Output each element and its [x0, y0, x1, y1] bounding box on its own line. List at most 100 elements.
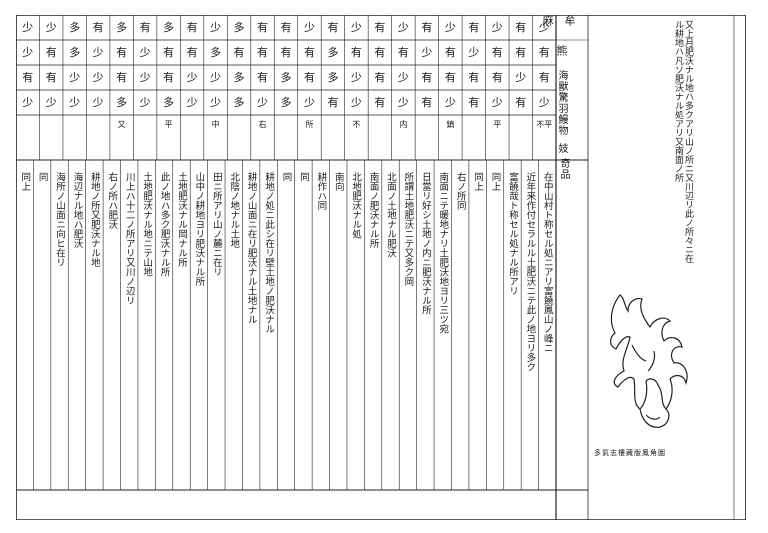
grade-cell: 少 — [22, 46, 33, 59]
grade-cell: 有 — [374, 20, 385, 34]
grade-cell: 少 — [210, 71, 221, 84]
header-note: 平 — [493, 120, 501, 129]
grade-cell: 有 — [116, 45, 127, 59]
entry-column-text: 田ニ所アリ山ノ麓ニ在リ — [211, 172, 223, 277]
grade-cell: 少 — [445, 96, 456, 109]
entry-column-text: 在中山村ト称セル処ニアリ富饒鳳山ノ峰ニ — [542, 171, 554, 352]
entry-column-text: 南面ノ肥沃ナル所 — [368, 171, 380, 249]
entry-column-text: 土地肥沃ナル地ニテ山地 — [141, 171, 153, 276]
grade-cell: 有 — [445, 45, 456, 59]
grade-cell: 有 — [539, 45, 550, 59]
header-item-3: 妓 — [556, 143, 567, 154]
table-header-right: 牟 麻 熊 海獸驚羽鰻物 妓 — [541, 15, 586, 155]
entry-column-text: 土地肥沃ナル岡ナル所 — [176, 171, 188, 268]
header-place: 麻 — [541, 15, 554, 27]
register-table: 少有少有少有少有少有少有有多少有多有多有多少少有有有少有少有有有多有有有有多有有… — [16, 15, 746, 520]
grade-cell: 有 — [46, 70, 57, 84]
grade-cell: 多 — [281, 70, 292, 84]
grade-cell: 少 — [304, 21, 315, 34]
grade-cell: 少 — [210, 21, 221, 34]
header-note: 不平 — [536, 120, 552, 129]
entry-column-text: 同 — [281, 172, 293, 182]
grade-cell: 少 — [304, 96, 315, 109]
entry-column-text: 同上 — [472, 172, 484, 191]
grade-cell: 少 — [187, 96, 198, 109]
grade-cell: 有 — [257, 70, 268, 84]
header-mark: 牟 — [563, 15, 576, 27]
grade-cell: 少 — [69, 71, 80, 84]
header-note: 又 — [118, 120, 126, 129]
grade-cell: 少 — [140, 46, 151, 59]
grade-cell: 有 — [187, 20, 198, 34]
grade-cell: 少 — [421, 46, 432, 59]
grade-cell: 多 — [69, 45, 80, 59]
grade-cell: 有 — [374, 70, 385, 84]
grade-cell: 少 — [468, 46, 479, 59]
grade-cell: 多 — [234, 95, 245, 109]
grade-cell: 少 — [140, 71, 151, 84]
entry-column-text: 川上ハ十二ノ所アリ又川ノ辺リ — [124, 172, 136, 305]
grade-cell: 有 — [304, 70, 315, 84]
grade-cell: 有 — [163, 70, 174, 84]
grade-cell: 少 — [22, 96, 33, 109]
grade-cell: 有 — [374, 95, 385, 109]
entry-column-text: 同上 — [19, 172, 31, 191]
deer-antler-illustration — [610, 294, 688, 428]
header-note: 右 — [259, 119, 267, 129]
header-note: 中 — [212, 119, 220, 129]
grade-cell: 有 — [46, 45, 57, 59]
header-note: 鎮 — [446, 119, 454, 129]
grade-cell: 少 — [93, 46, 104, 59]
grade-cell: 少 — [492, 96, 503, 109]
grade-cell: 有 — [93, 20, 104, 34]
entry-column-text: 所謂土地肥沃ニテ又多ク岡 — [402, 172, 414, 287]
grade-cell: 有 — [421, 95, 432, 109]
grade-cell: 少 — [22, 21, 33, 34]
grade-cell: 有 — [327, 95, 338, 109]
grade-cell: 多 — [163, 95, 174, 109]
grade-cell: 有 — [116, 70, 127, 84]
grade-cell: 少 — [93, 96, 104, 109]
grade-cell: 多 — [234, 20, 245, 34]
grade-cell: 多 — [210, 45, 221, 59]
grade-cell: 少 — [46, 21, 57, 34]
grade-cell: 少 — [492, 21, 503, 34]
grade-cell: 少 — [351, 71, 362, 84]
header-note: 内 — [399, 119, 407, 129]
grade-cell: 少 — [93, 71, 104, 84]
grade-cell: 有 — [421, 20, 432, 34]
grade-cell: 有 — [515, 20, 526, 34]
grade-cell: 少 — [398, 96, 409, 109]
entry-column-text: 北面ノ土地ナル肥沃 — [385, 172, 397, 258]
entry-column-text: 山中ノ耕地ヨリ肥沃ナル所 — [193, 172, 205, 287]
grade-cell: 有 — [281, 45, 292, 59]
entry-column-text: 耕地ノ山面ニ在リ肥沃ナル土地ナル — [246, 171, 258, 324]
grade-cell: 多 — [327, 70, 338, 84]
grade-cell: 少 — [445, 21, 456, 34]
entry-column-text: 右ノ所同 — [455, 171, 467, 211]
entry-column-text: 北陰ノ地ナル土地 — [228, 172, 240, 248]
entry-column-text: 同上 — [490, 172, 502, 191]
grade-cell: 有 — [257, 20, 268, 34]
grade-cell: 有 — [492, 45, 503, 59]
entry-column-text: 同 — [298, 172, 310, 182]
grade-cell: 有 — [492, 70, 503, 84]
entry-column-text: 右ノ所ハ肥沃 — [106, 171, 118, 230]
grade-cell: 少 — [539, 96, 550, 109]
grade-cell: 少 — [398, 71, 409, 84]
grade-cell: 少 — [351, 21, 362, 34]
grade-cell: 有 — [539, 70, 550, 84]
grade-cell: 有 — [374, 45, 385, 59]
entry-column-text: 海辺ナル地ハ肥沃 — [71, 171, 83, 249]
grade-cell: 有 — [304, 45, 315, 59]
side-notes: 又上月肥沃ナル地ハ多クアリ山ノ所ニ又川辺リ此ノ所々ニ在ル耕地ハ凡ソ肥沃ナル処アリ… — [673, 20, 693, 263]
grade-cell: 有 — [281, 20, 292, 34]
grade-cell: 少 — [210, 96, 221, 109]
grade-cell: 多 — [281, 95, 292, 109]
grade-cell: 少 — [398, 21, 409, 34]
grade-cell: 少 — [351, 96, 362, 109]
header-note: 不 — [352, 120, 360, 129]
grade-cell: 有 — [163, 45, 174, 59]
header-item-1: 熊 — [555, 45, 568, 57]
